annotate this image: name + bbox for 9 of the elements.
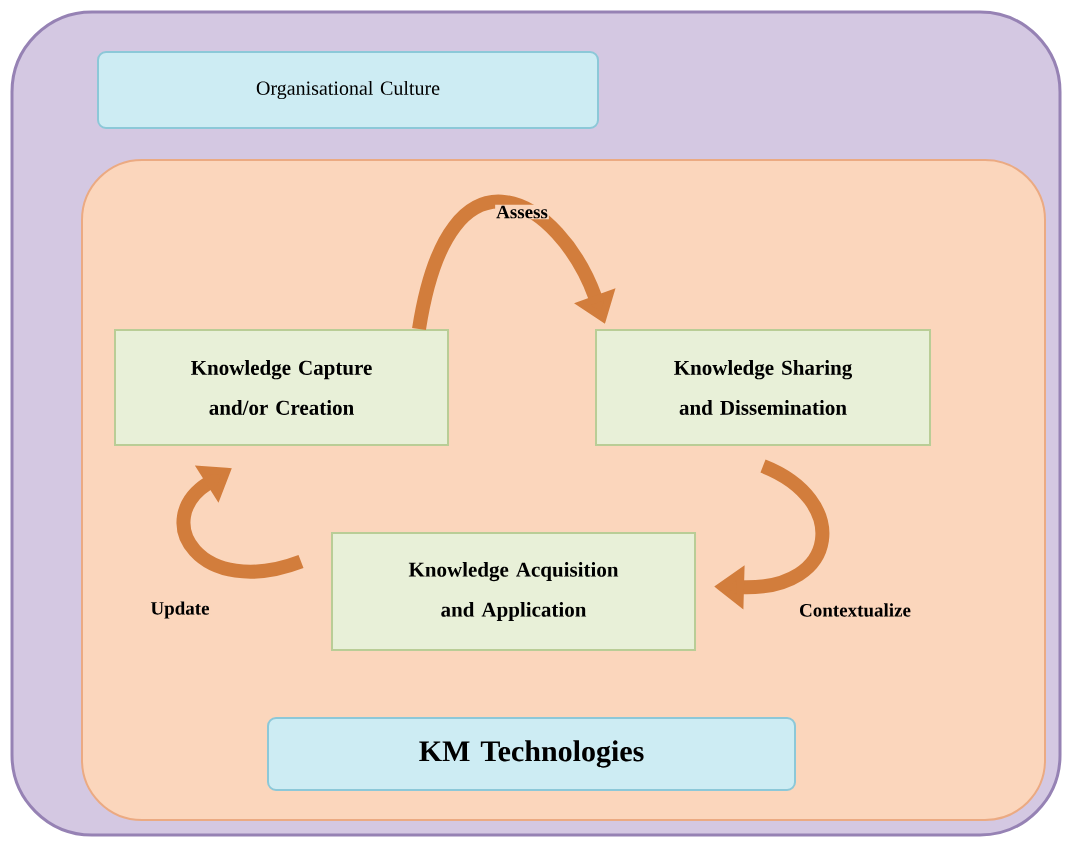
process-box: Knowledge Capture and/or Creation [114,329,449,446]
label-box: Organisational Culture [97,51,599,129]
curved-arrow [176,465,303,579]
process-box: Knowledge Acquisition and Application [331,532,696,651]
label-box: KM Technologies [267,717,796,791]
curved-arrow [412,195,616,331]
edge-label: Contextualize [798,602,912,618]
process-box: Knowledge Sharing and Dissemination [595,329,931,446]
edge-label: Update [149,600,211,620]
